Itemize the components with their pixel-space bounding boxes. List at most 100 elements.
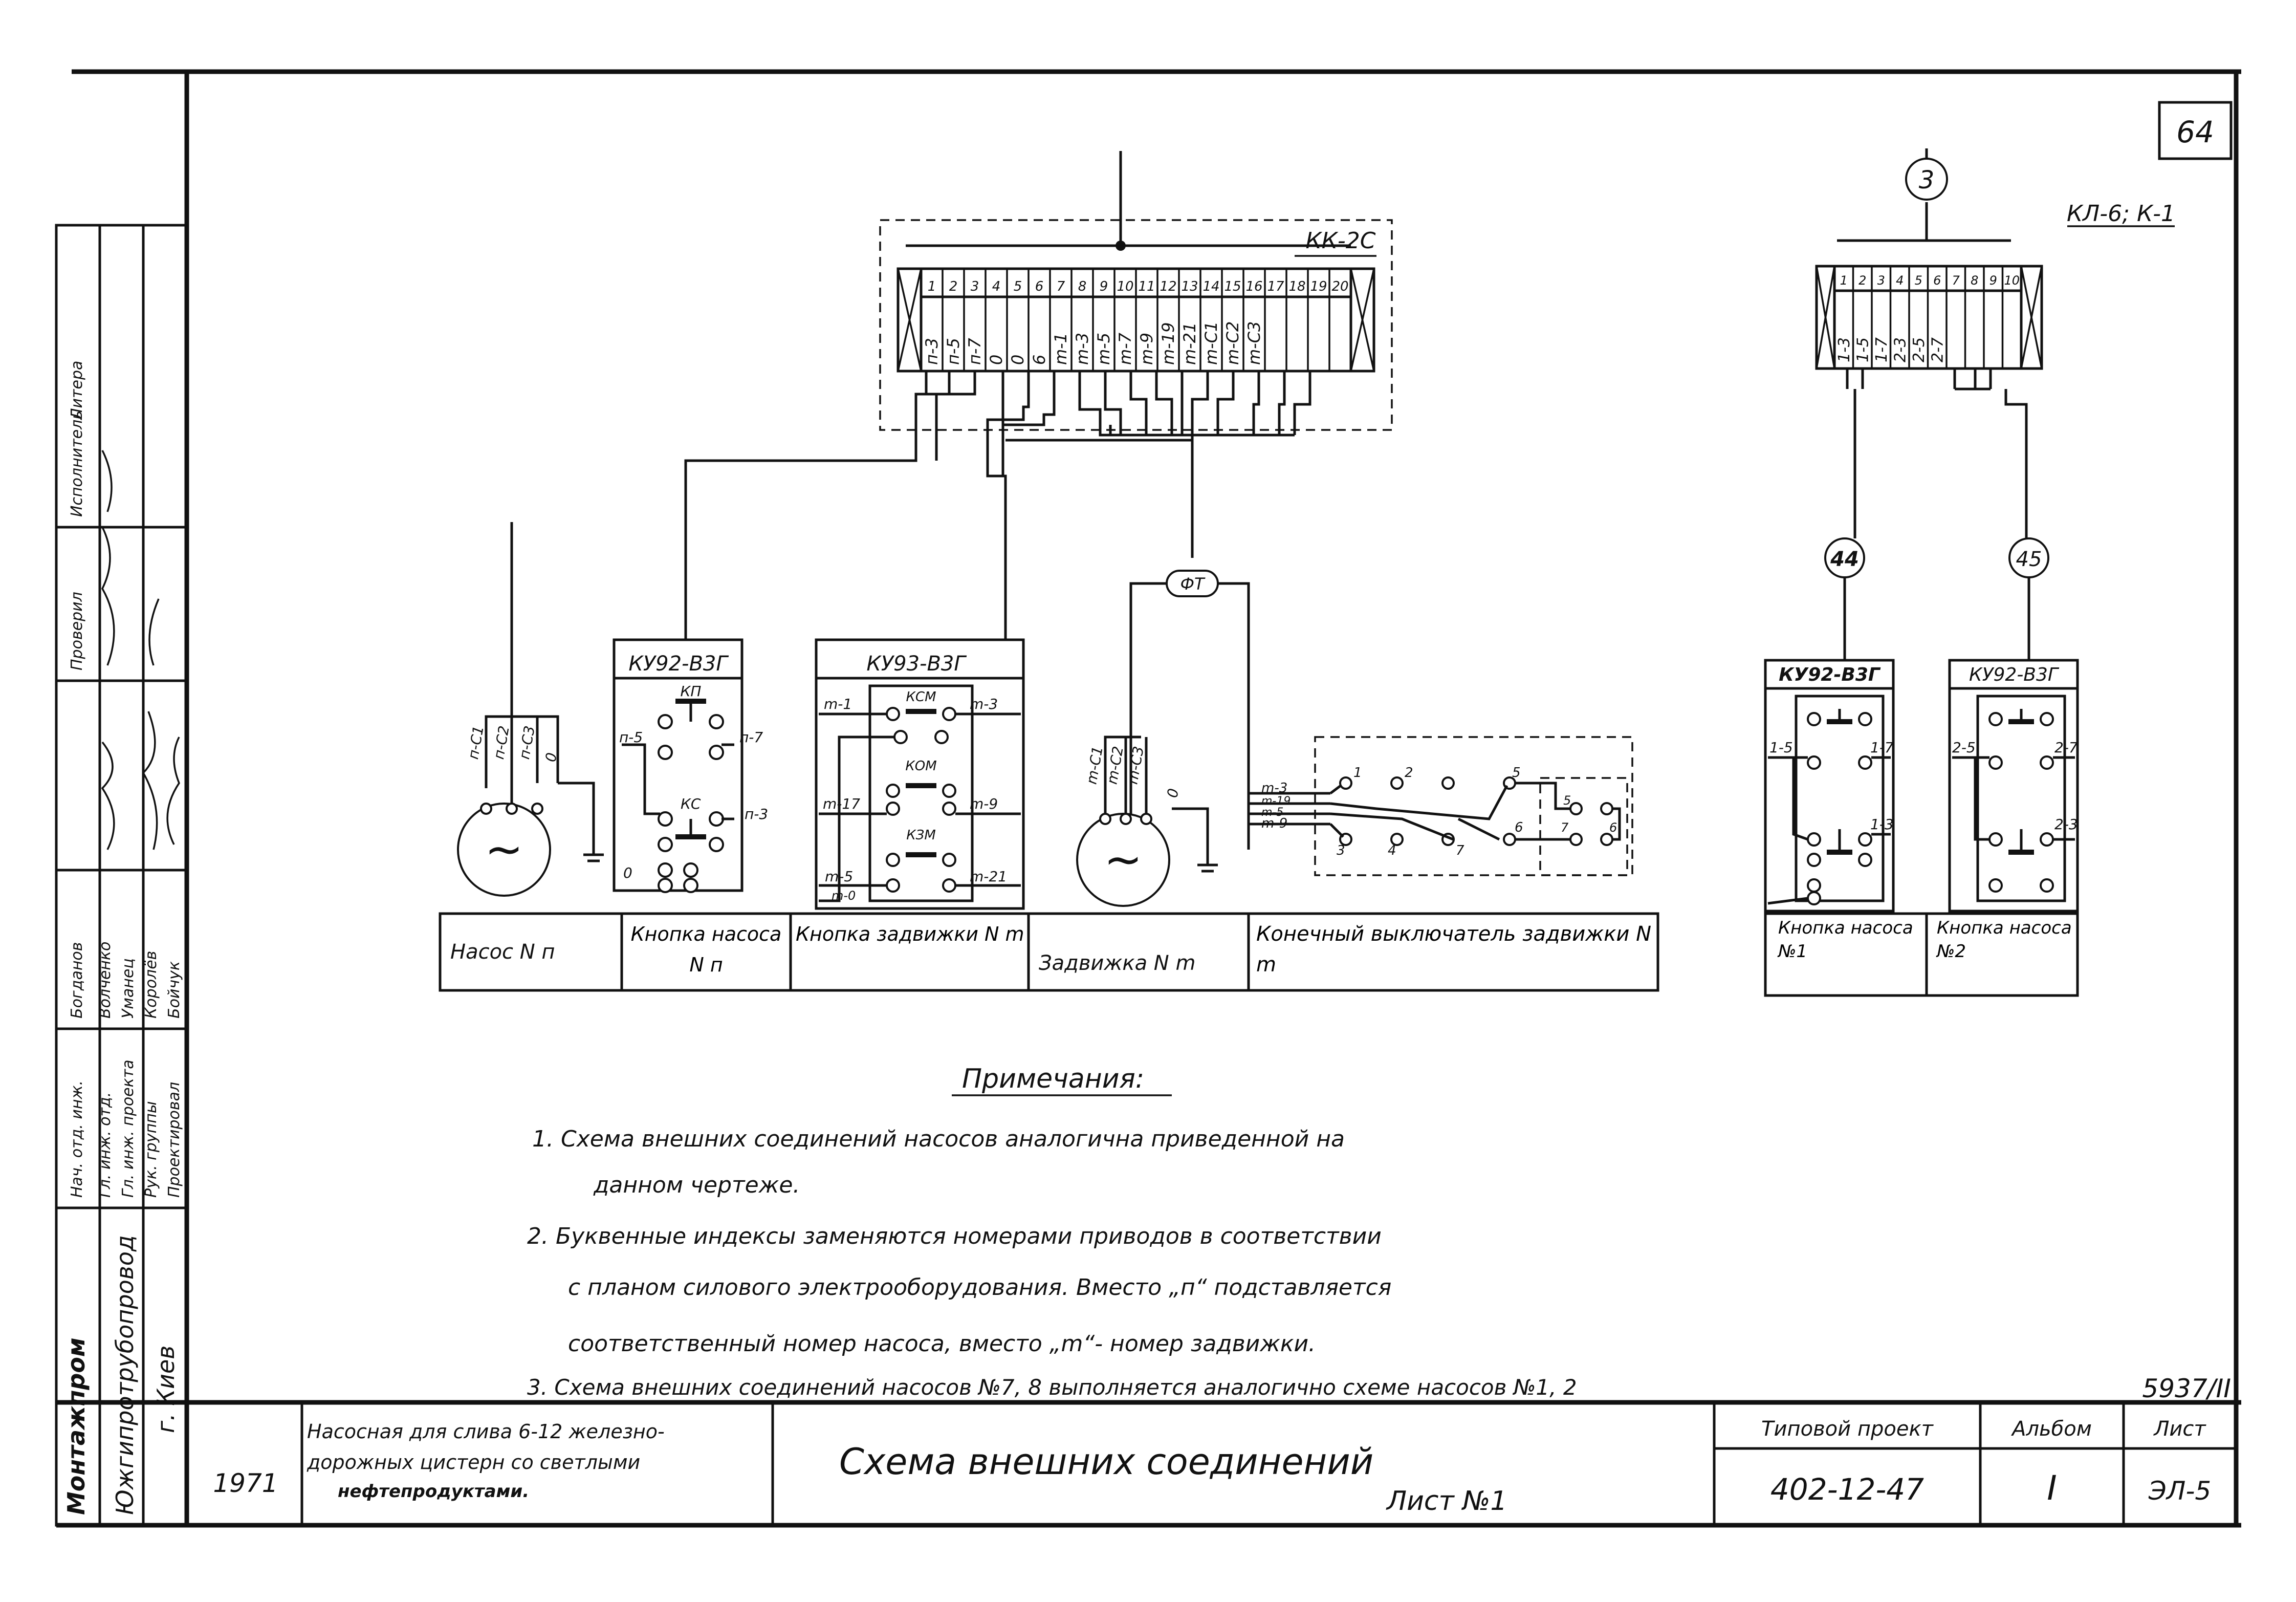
- svg-text:2-5: 2-5: [1952, 739, 1976, 756]
- svg-text:I: I: [2047, 1468, 2057, 1508]
- svg-text:КЗМ: КЗМ: [906, 828, 936, 843]
- terminal-number: 12: [1160, 279, 1176, 294]
- svg-text:Типовой проект: Типовой проект: [1761, 1417, 1934, 1441]
- terminal-label: п-7: [965, 338, 985, 365]
- terminal-number: 4: [1896, 273, 1904, 288]
- terminal-number: 10: [1117, 279, 1133, 294]
- svg-text:2: 2: [1405, 765, 1413, 781]
- svg-text:Южгипротрубопровод: Южгипротрубопровод: [111, 1235, 139, 1515]
- svg-text:44: 44: [1830, 548, 1859, 571]
- svg-text:Нач. отд. инж.: Нач. отд. инж.: [68, 1080, 86, 1198]
- svg-text:КСМ: КСМ: [906, 689, 936, 705]
- svg-text:Бойчук: Бойчук: [165, 961, 183, 1019]
- panel-title: КЛ-6; К-1: [2067, 201, 2175, 227]
- terminal-number: 2: [949, 279, 958, 294]
- motor-pump: ~ п-C1 п-C2 п-C3 0: [457, 522, 604, 897]
- svg-text:ЭЛ-5: ЭЛ-5: [2148, 1476, 2211, 1506]
- terminal-number: 9: [1989, 273, 1997, 288]
- svg-text:Насосная для слива 6-12 железн: Насосная для слива 6-12 железно-: [307, 1420, 665, 1443]
- svg-text:Литера: Литера: [68, 361, 86, 420]
- terminal-number: 11: [1138, 279, 1155, 294]
- terminal-label: 2-7: [1929, 337, 1947, 362]
- motor-valve: ~ m-C1 m-C2 m-C3 0: [1076, 735, 1218, 907]
- terminal-label: m-3: [1073, 333, 1092, 365]
- limit-switch: m-3 m-19 m-5 m-9 1 2 3 4 5 6 7 5 6 7: [1249, 736, 1633, 876]
- svg-text:дорожных цистерн со светлыми: дорожных цистерн со светлыми: [307, 1451, 640, 1474]
- svg-text:Задвижка N m: Задвижка N m: [1039, 951, 1195, 975]
- caption-table-main: Насос N п Кнопка насоса N п Кнопка задви…: [439, 912, 1659, 992]
- terminal-label: m-C1: [1201, 321, 1221, 365]
- svg-text:КС: КС: [681, 795, 701, 812]
- terminal-label: 2-5: [1910, 337, 1928, 362]
- svg-text:КУ92-В3Г: КУ92-В3Г: [628, 652, 729, 676]
- svg-text:Проектировал: Проектировал: [165, 1082, 183, 1198]
- svg-text:5: 5: [1563, 793, 1571, 808]
- button-pump-1: КУ92-В3Г 1-5 1-7 1-3: [1764, 659, 1895, 913]
- terminal-label: m-9: [1137, 333, 1156, 365]
- svg-text:6: 6: [1515, 820, 1523, 835]
- note-line: данном чертеже.: [593, 1172, 800, 1198]
- terminal-label: 2-3: [1891, 337, 1909, 362]
- bubble-3: 3: [1905, 148, 1948, 201]
- terminal-number: 16: [1245, 279, 1262, 294]
- terminal-number: 3: [971, 279, 979, 294]
- button-pump-2: КУ92-В3Г 2-5 2-7 2-3: [1948, 659, 2079, 913]
- svg-text:5: 5: [1512, 765, 1521, 781]
- svg-text:1-5: 1-5: [1769, 739, 1793, 756]
- svg-text:3: 3: [1919, 166, 1935, 194]
- ft-thermal-relay: ФТ: [1166, 570, 1219, 597]
- terminal-number: 2: [1858, 273, 1866, 288]
- terminal-label: m-5: [1094, 333, 1113, 365]
- svg-text:m-17: m-17: [823, 795, 860, 812]
- note-line: 3. Схема внешних соединений насосов №7, …: [527, 1375, 1577, 1400]
- note-line: 1. Схема внешних соединений насосов анал…: [532, 1126, 1345, 1152]
- svg-text:2-3: 2-3: [2054, 816, 2078, 833]
- terminal-number: 18: [1288, 279, 1305, 294]
- terminal-number: 15: [1224, 279, 1241, 294]
- terminal-label: 0: [1008, 355, 1027, 365]
- svg-text:п-7: п-7: [739, 729, 763, 746]
- terminal-number: 17: [1267, 279, 1284, 294]
- svg-text:Насос N п: Насос N п: [450, 940, 555, 964]
- notes-heading: Примечания:: [962, 1064, 1144, 1094]
- svg-text:Гл. инж. проекта: Гл. инж. проекта: [119, 1059, 137, 1198]
- svg-text:45: 45: [2016, 548, 2042, 571]
- terminal-number: 7: [1952, 273, 1960, 288]
- terminal-label: m-7: [1116, 332, 1135, 365]
- svg-text:Богданов: Богданов: [68, 942, 86, 1019]
- svg-text:0: 0: [1164, 787, 1182, 799]
- svg-text:1: 1: [1353, 765, 1362, 781]
- svg-text:КОМ: КОМ: [905, 759, 936, 774]
- drawing-title: Схема внешних соединений: [839, 1441, 1373, 1483]
- svg-text:m-C1: m-C1: [1083, 745, 1106, 785]
- terminal-label: п-3: [922, 338, 942, 365]
- terminal-label: m-19: [1158, 322, 1178, 365]
- terminal-label: п-5: [944, 338, 963, 365]
- terminal-number: 1: [928, 279, 936, 294]
- svg-text:0: 0: [623, 864, 632, 881]
- terminal-label: 6: [1030, 355, 1049, 365]
- terminal-label: 0: [987, 355, 1006, 365]
- svg-text:m-5: m-5: [1261, 806, 1283, 819]
- svg-text:п-C1: п-C1: [465, 724, 487, 761]
- terminal-label: m-C2: [1223, 321, 1242, 365]
- svg-text:Проверил: Проверил: [68, 592, 86, 670]
- svg-text:Монтажпром: Монтажпром: [62, 1337, 90, 1515]
- terminal-label: m-1: [1051, 333, 1070, 365]
- svg-text:m-C3: m-C3: [1124, 745, 1147, 785]
- sheet-number: 64: [2176, 115, 2214, 149]
- svg-text:Исполнитель: Исполнитель: [68, 410, 86, 517]
- terminal-number: 6: [1933, 273, 1941, 288]
- terminal-label: 1-5: [1854, 337, 1872, 362]
- terminal-number: 20: [1331, 279, 1348, 294]
- terminal-number: 10: [2004, 273, 2020, 288]
- terminal-number: 6: [1035, 279, 1044, 294]
- svg-text:Альбом: Альбом: [2010, 1417, 2092, 1441]
- terminal-number: 1: [1840, 273, 1848, 288]
- svg-text:Уманец: Уманец: [119, 958, 137, 1019]
- svg-text:Гл. инж. отд.: Гл. инж. отд.: [96, 1092, 114, 1198]
- terminal-number: 14: [1202, 279, 1219, 294]
- svg-text:п-3: п-3: [745, 806, 768, 822]
